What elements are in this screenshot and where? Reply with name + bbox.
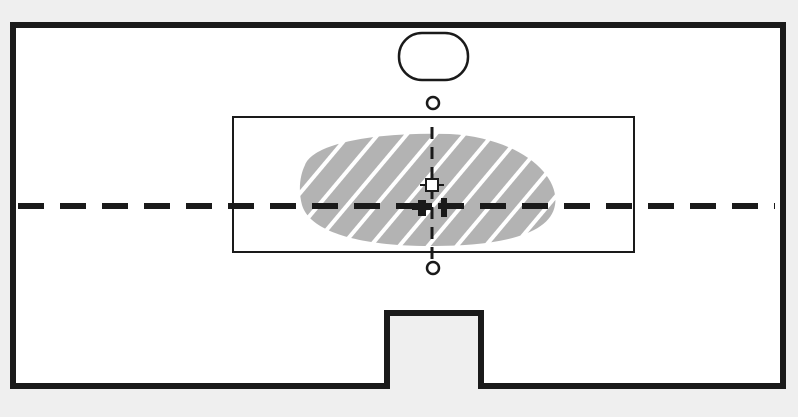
top-pill — [397, 31, 470, 82]
bottom-circle — [425, 260, 441, 276]
cross-marker — [412, 198, 447, 217]
center-square-marker — [420, 178, 444, 192]
top-circle — [425, 95, 441, 111]
